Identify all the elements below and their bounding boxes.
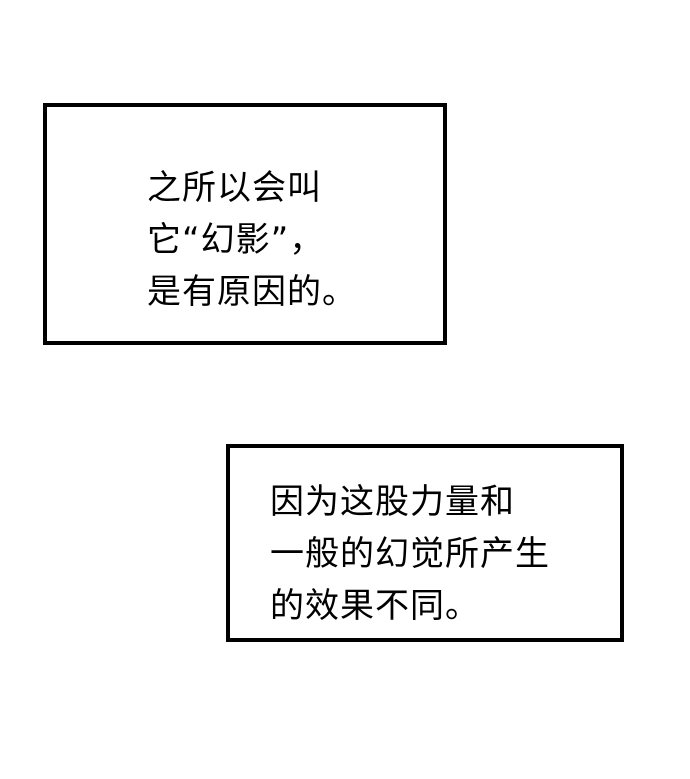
caption-line: 一般的幻觉所产生 [270,534,550,574]
caption-line: 因为这股力量和 [270,482,515,522]
caption-text-2: 因为这股力量和 一般的幻觉所产生 的效果不同。 [270,476,550,632]
caption-text-1: 之所以会叫 它“幻影”， 是有原因的。 [147,162,357,318]
caption-box-1: 之所以会叫 它“幻影”， 是有原因的。 [43,103,447,345]
caption-box-2: 因为这股力量和 一般的幻觉所产生 的效果不同。 [226,444,624,642]
caption-line: 它“幻影”， [147,220,325,260]
caption-line: 是有原因的。 [147,272,357,312]
caption-line: 的效果不同。 [270,586,480,626]
caption-line: 之所以会叫 [147,168,322,208]
